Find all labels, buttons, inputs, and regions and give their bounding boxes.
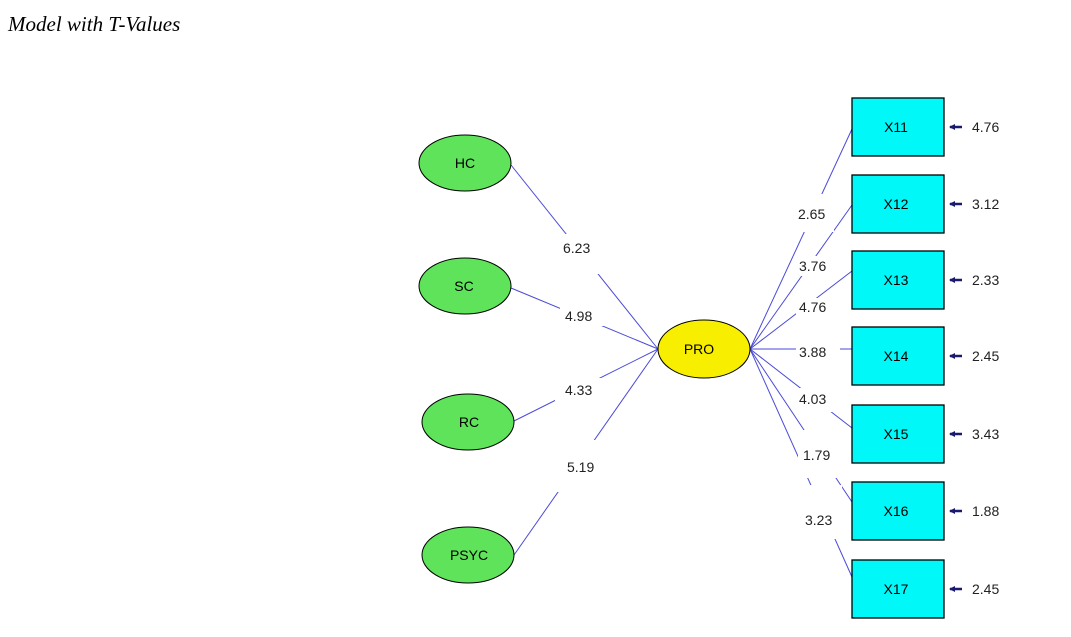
node-label: PRO (684, 341, 714, 357)
indicator-label: X13 (884, 272, 909, 288)
error-t-value: 2.33 (972, 272, 999, 288)
indicator-x13: X13 2.33 (851, 250, 999, 310)
indicator-label: X12 (884, 196, 909, 212)
node-pro: PRO (657, 319, 751, 379)
error-t-value: 3.43 (972, 426, 999, 442)
node-label: HC (455, 155, 475, 171)
t-value-x17: 3.23 (805, 512, 832, 528)
indicator-box (851, 404, 945, 464)
node-psyc: PSYC (421, 526, 515, 584)
node-label: SC (454, 278, 473, 294)
error-arrowhead (949, 586, 955, 592)
measurement-labels: 2.65 3.76 4.76 3.88 4.03 1.79 3.23 (796, 194, 842, 539)
error-arrowhead (949, 353, 955, 359)
indicator-x12: X12 3.12 (851, 174, 999, 234)
node-rc: RC (421, 393, 515, 451)
error-arrowhead (949, 277, 955, 283)
indicator-box (851, 326, 945, 386)
indicator-x11: X11 4.76 (851, 97, 999, 157)
indicator-x17: X17 2.45 (851, 559, 999, 619)
error-t-value: 3.12 (972, 196, 999, 212)
indicator-label: X16 (884, 503, 909, 519)
t-value-rc: 4.33 (565, 382, 592, 398)
error-arrowhead (949, 508, 955, 514)
node-sc: SC (418, 257, 512, 315)
indicator-x14: X14 2.45 (851, 326, 999, 386)
t-value-x12: 3.76 (799, 258, 826, 274)
indicator-label: X17 (884, 581, 909, 597)
t-value-x14: 3.88 (799, 344, 826, 360)
t-value-x16: 1.79 (803, 447, 830, 463)
error-arrowhead (949, 124, 955, 130)
indicator-box (851, 559, 945, 619)
path-pro-x11 (749, 128, 853, 350)
indicator-label: X15 (884, 426, 909, 442)
t-value-psyc: 5.19 (567, 459, 594, 475)
error-t-value: 4.76 (972, 119, 999, 135)
indicator-box (851, 97, 945, 157)
structural-paths (510, 164, 659, 556)
t-value-x13: 4.76 (799, 299, 826, 315)
error-arrowhead (949, 431, 955, 437)
path-pro-x12 (749, 204, 853, 350)
t-value-hc: 6.23 (563, 240, 590, 256)
node-label: PSYC (450, 547, 488, 563)
error-t-value: 2.45 (972, 581, 999, 597)
node-label: RC (459, 414, 479, 430)
indicator-box (851, 481, 945, 541)
error-t-value: 2.45 (972, 348, 999, 364)
indicator-box (851, 174, 945, 234)
indicator-label: X14 (884, 348, 909, 364)
error-arrowhead (949, 201, 955, 207)
t-value-sc: 4.98 (565, 308, 592, 324)
indicator-x16: X16 1.88 (851, 481, 999, 541)
indicator-x15: X15 3.43 (851, 404, 999, 464)
node-hc: HC (418, 134, 512, 192)
path-pro-x16 (749, 348, 853, 503)
indicator-box (851, 250, 945, 310)
error-t-value: 1.88 (972, 503, 999, 519)
figure-title: Model with T-Values (8, 12, 181, 36)
indicator-label: X11 (884, 119, 908, 135)
t-value-x11: 2.65 (798, 206, 825, 222)
t-value-x15: 4.03 (799, 391, 826, 407)
structural-labels: 6.23 4.98 4.33 5.19 (555, 234, 605, 492)
